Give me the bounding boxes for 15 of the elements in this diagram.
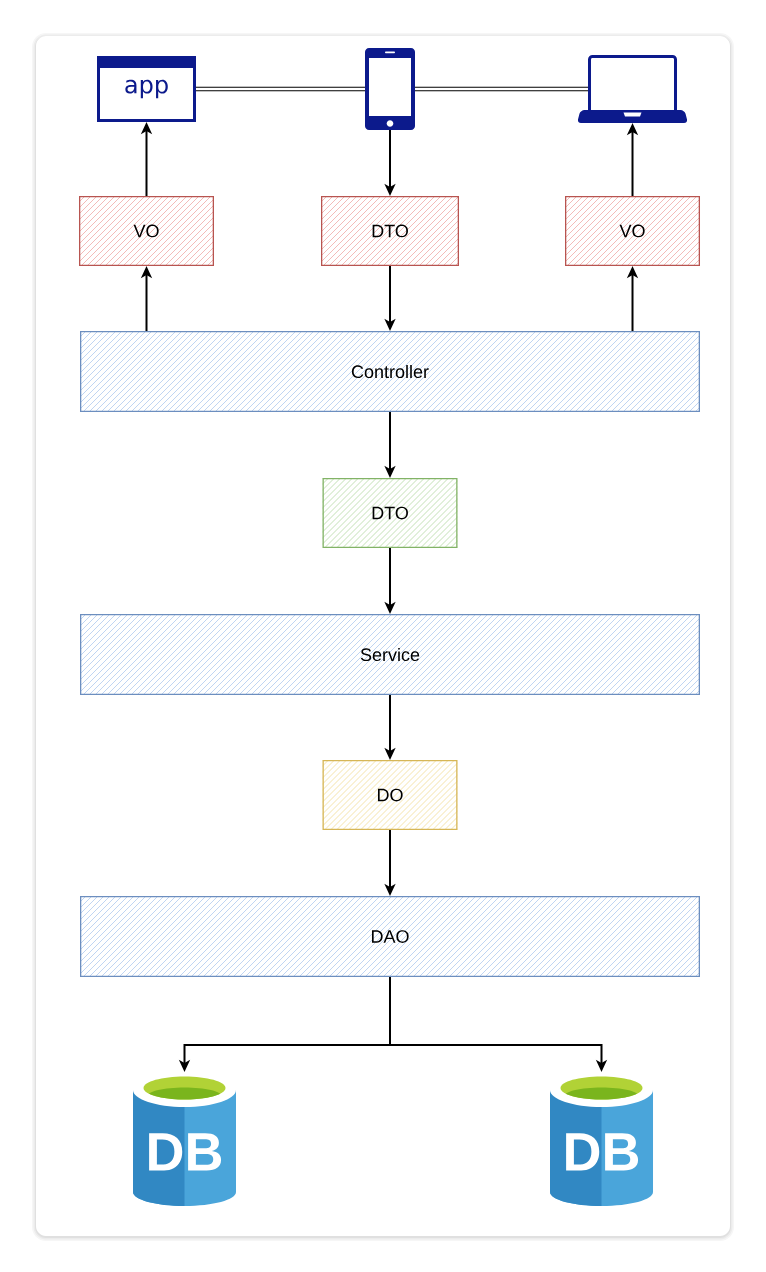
double-line [196, 86, 365, 92]
object-box: DO [322, 760, 458, 830]
object-box: DTO [321, 196, 459, 266]
double-line [415, 86, 588, 92]
window-box: app [97, 56, 196, 122]
layer-box: DAO [80, 896, 700, 977]
object-box: DTO [322, 478, 458, 548]
object-box: VO [79, 196, 214, 266]
phone-icon [365, 48, 415, 130]
object-box: VO [565, 196, 700, 266]
layer-box: Controller [80, 331, 700, 412]
laptop-icon [577, 55, 688, 123]
layer-box: Service [80, 614, 700, 695]
database-cylinder: DB [550, 1073, 653, 1206]
database-cylinder: DB [133, 1073, 236, 1206]
